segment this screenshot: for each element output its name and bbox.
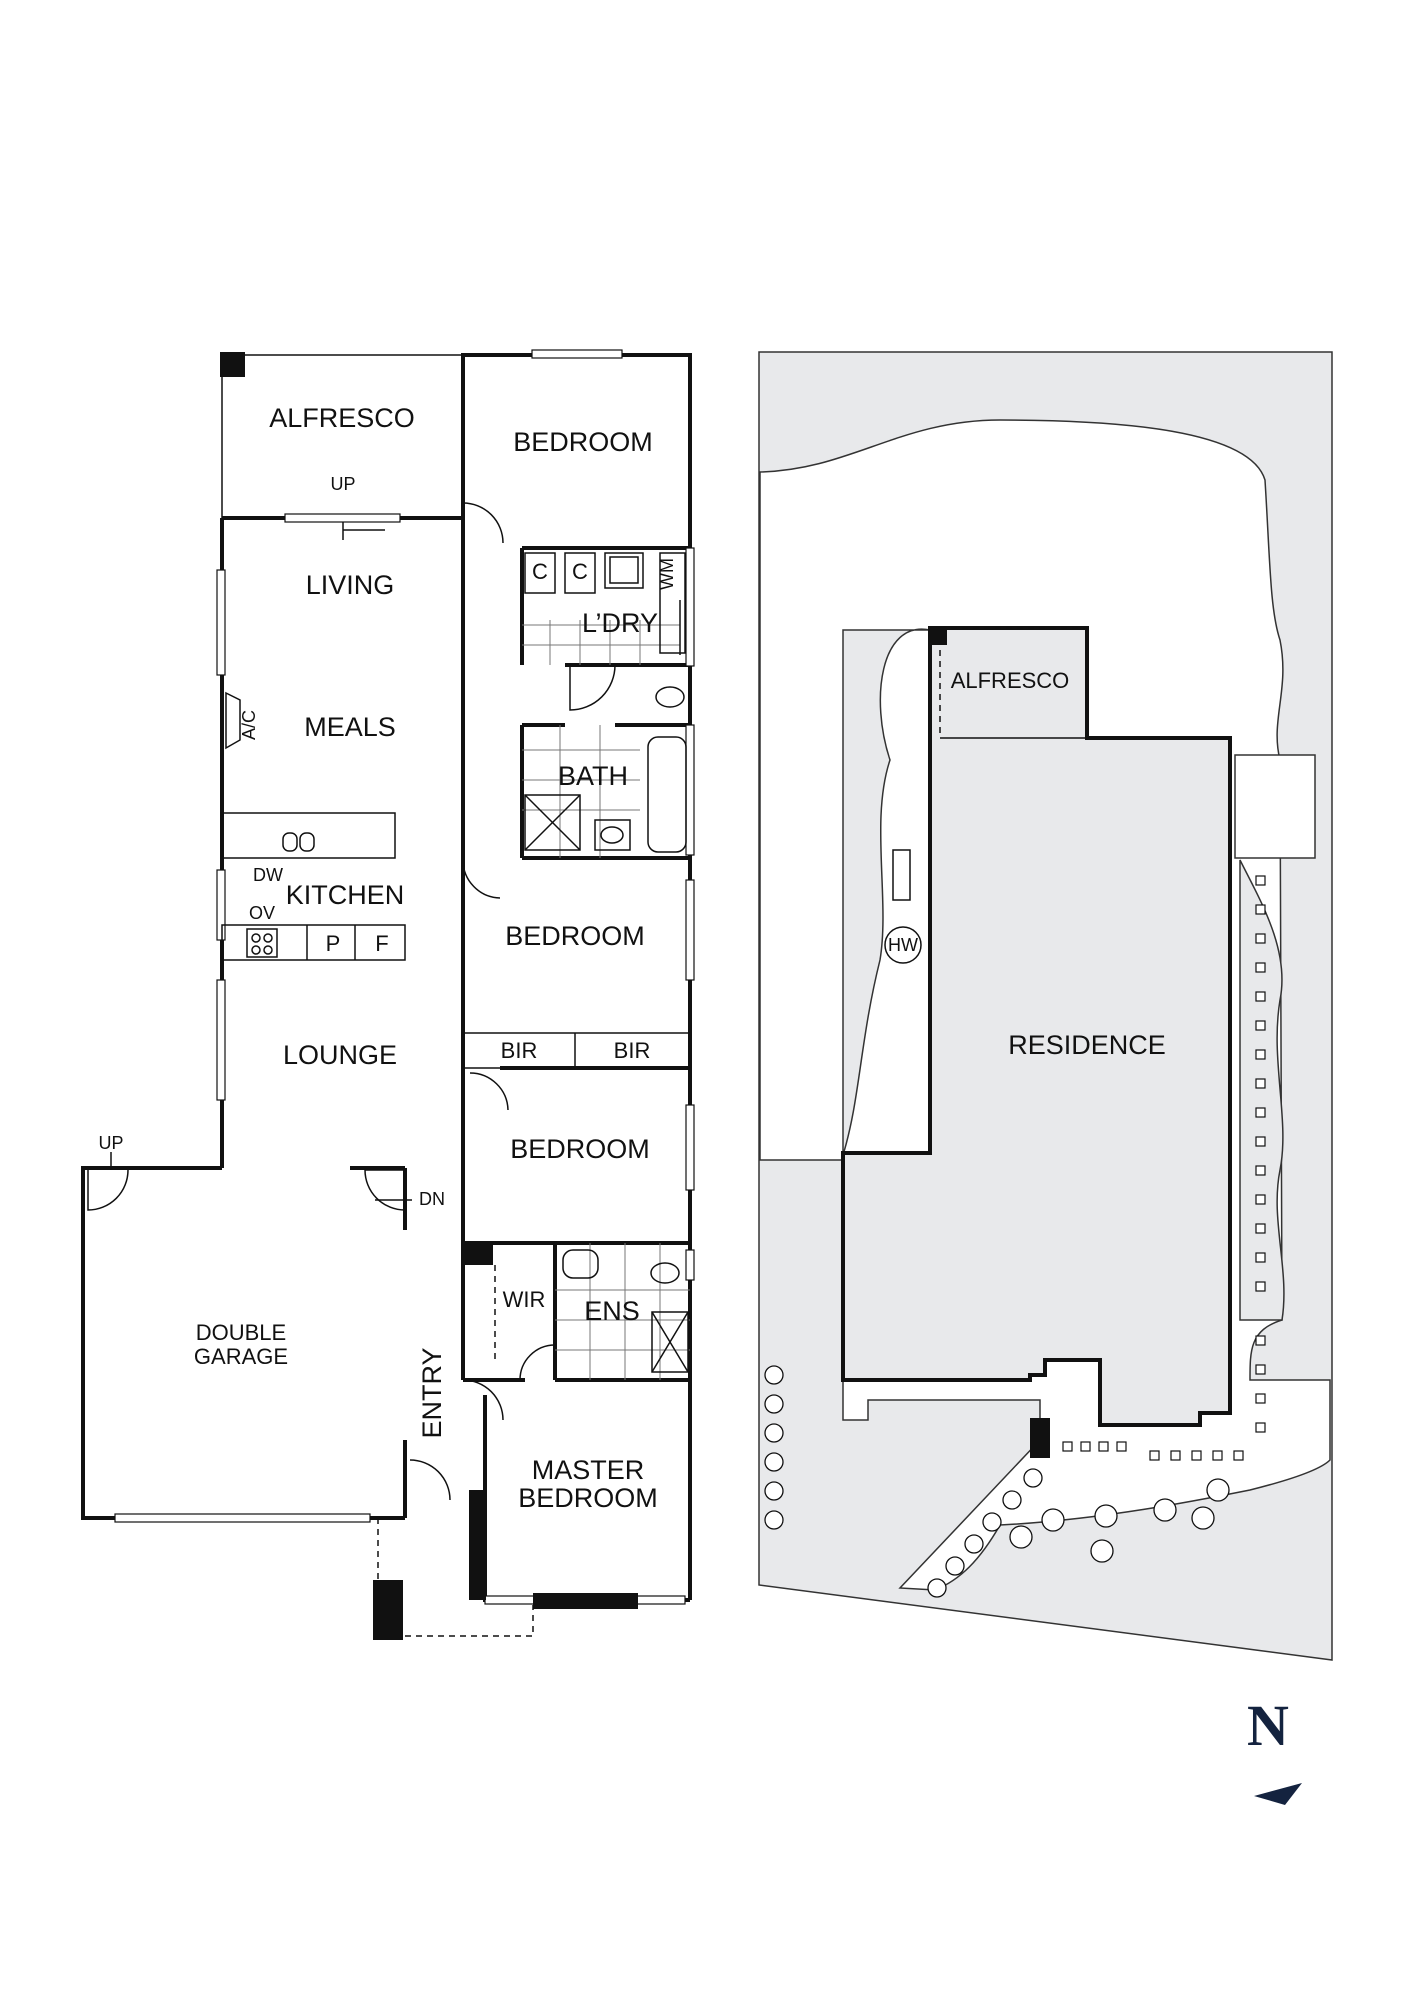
north-compass: N bbox=[1247, 1693, 1302, 1805]
fixture-label-ac: A/C bbox=[239, 710, 259, 740]
site-label-hw: HW bbox=[888, 935, 918, 955]
room-label-bedroom-mid: BEDROOM bbox=[505, 921, 645, 951]
fixture-label-fridge: F bbox=[375, 931, 388, 956]
room-label-master-line1: MASTER bbox=[532, 1455, 645, 1485]
entry-wall-block bbox=[469, 1490, 486, 1600]
fixture-label-up-garage: UP bbox=[98, 1133, 123, 1153]
exterior-walls bbox=[81, 353, 692, 1602]
fixture-label-pantry: P bbox=[326, 931, 341, 956]
room-label-living: LIVING bbox=[306, 570, 395, 600]
room-label-wir: WIR bbox=[503, 1287, 546, 1312]
room-label-bir-left: BIR bbox=[501, 1038, 538, 1063]
residence-footprint bbox=[841, 626, 1232, 1427]
lawn-inner bbox=[842, 628, 931, 1156]
hot-water-unit bbox=[884, 926, 922, 964]
site-tank bbox=[892, 849, 911, 901]
site-carport bbox=[1234, 754, 1316, 859]
windows bbox=[114, 349, 695, 1609]
site-label-alfresco: ALFRESCO bbox=[951, 668, 1070, 693]
room-label-kitchen: KITCHEN bbox=[286, 880, 405, 910]
site-gate-post bbox=[1030, 1418, 1050, 1458]
bath-shower bbox=[524, 794, 581, 851]
fixture-label-dw: DW bbox=[253, 865, 283, 885]
room-label-bedroom-top: BEDROOM bbox=[513, 427, 653, 457]
room-label-alfresco: ALFRESCO bbox=[269, 403, 415, 433]
fixture-label-cupboard-1: C bbox=[532, 559, 548, 584]
room-label-laundry: L’DRY bbox=[582, 608, 658, 638]
gate-post bbox=[373, 1580, 403, 1640]
site-label-residence: RESIDENCE bbox=[1008, 1030, 1166, 1060]
master-wall-block bbox=[533, 1593, 638, 1609]
fixtures bbox=[110, 522, 689, 1373]
room-label-entry: ENTRY bbox=[417, 1347, 447, 1438]
fixture-label-ov: OV bbox=[249, 903, 275, 923]
compass-arrow-icon bbox=[1254, 1783, 1302, 1805]
floor-plan-labels: ALFRESCO BEDROOM LIVING MEALS L’DRY BATH… bbox=[98, 403, 676, 1513]
kitchen-island bbox=[221, 812, 396, 859]
room-label-lounge: LOUNGE bbox=[283, 1040, 397, 1070]
fixture-label-cupboard-2: C bbox=[572, 559, 588, 584]
room-label-ens: ENS bbox=[584, 1296, 640, 1326]
room-label-bath: BATH bbox=[558, 761, 628, 791]
fixture-label-up-alfresco: UP bbox=[330, 474, 355, 494]
fixture-label-wm: WM bbox=[657, 558, 677, 590]
toilet-laundry bbox=[655, 686, 685, 708]
room-label-meals: MEALS bbox=[304, 712, 396, 742]
site-alfresco-post bbox=[930, 628, 947, 645]
room-label-garage-line1: DOUBLE bbox=[196, 1320, 286, 1345]
floor-plan: ALFRESCO BEDROOM LIVING MEALS L’DRY BATH… bbox=[81, 349, 695, 1640]
alfresco-area bbox=[220, 352, 463, 518]
room-label-garage-line2: GARAGE bbox=[194, 1344, 288, 1369]
fence-posts bbox=[1062, 875, 1266, 1461]
side-garden bbox=[1239, 859, 1285, 1321]
shrubs bbox=[764, 1365, 1230, 1598]
room-label-bedroom-low: BEDROOM bbox=[510, 1134, 650, 1164]
alfresco-post bbox=[220, 352, 245, 377]
interior-walls bbox=[461, 546, 691, 1382]
site-plan: HW bbox=[758, 351, 1333, 1661]
room-label-master-line2: BEDROOM bbox=[518, 1483, 658, 1513]
doors bbox=[87, 502, 616, 1640]
room-label-bir-right: BIR bbox=[614, 1038, 651, 1063]
wall-pier bbox=[463, 1243, 493, 1265]
fixture-label-dn: DN bbox=[419, 1189, 445, 1209]
tile-grids bbox=[522, 620, 690, 1380]
compass-letter: N bbox=[1247, 1693, 1289, 1758]
